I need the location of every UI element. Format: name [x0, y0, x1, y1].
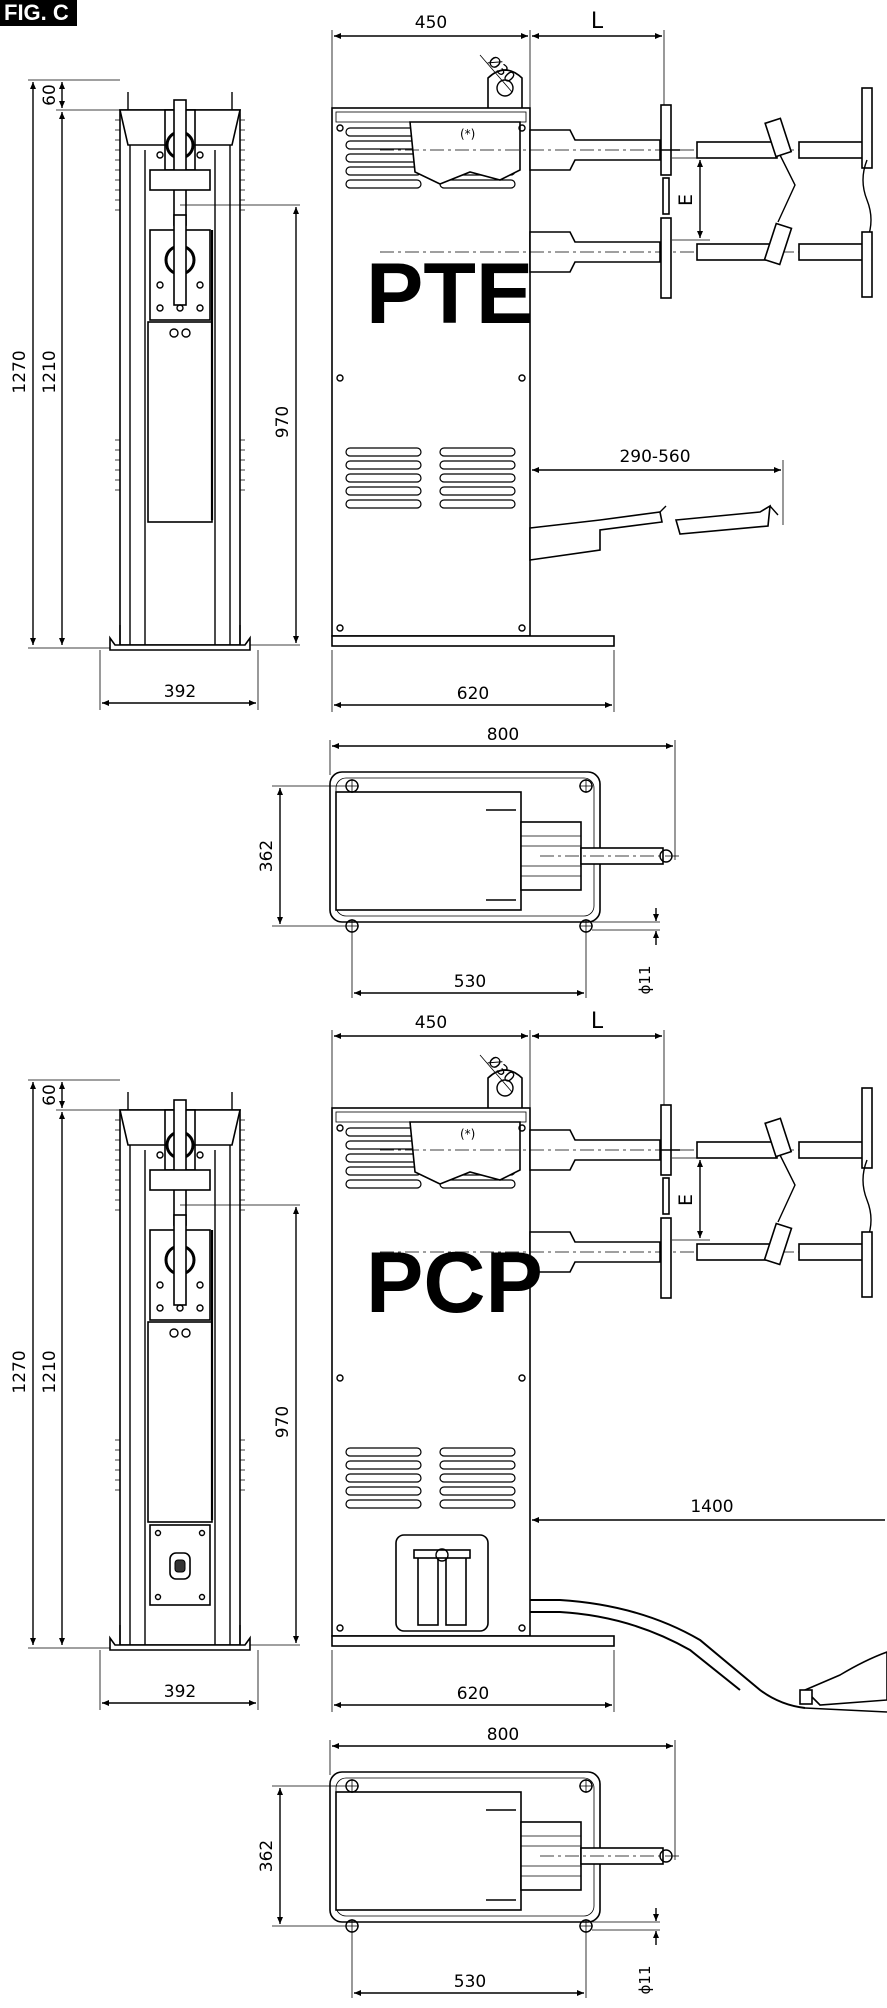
pte-dim-800: 800	[487, 725, 519, 745]
pte-dim-L: L	[591, 9, 604, 34]
pcp-plan-view	[329, 1771, 681, 1934]
top-group: PTE 1270 1210 60 970 392	[10, 9, 873, 998]
pte-foot-pedal	[529, 504, 779, 561]
bottom-group: PCP 1270 1210 60 970 392	[10, 1009, 887, 1998]
pcp-hose-and-pedal	[530, 1599, 887, 1713]
pte-dim-phi11: ϕ11	[636, 966, 654, 995]
pcp-dim-450: 450	[415, 1013, 447, 1033]
pte-dim-620: 620	[457, 684, 489, 704]
pcp-model-label: PCP	[366, 1235, 543, 1331]
pcp-dim-L: L	[591, 1009, 604, 1034]
pcp-dim-60: 60	[40, 1084, 60, 1106]
pcp-dim-392: 392	[164, 1682, 196, 1702]
pcp-front-dimensions: 1270 1210 60 970 392	[10, 1079, 300, 1710]
figure-label: FIG. C	[0, 0, 77, 26]
pte-dim-E: E	[675, 194, 697, 206]
pte-front-dimensions: 1270 1210 60 970 392	[10, 79, 300, 710]
pcp-dim-1270: 1270	[10, 1350, 30, 1393]
pte-plan-dimensions: 800 362 530 ϕ11	[257, 725, 676, 998]
pte-plan-view	[329, 771, 681, 934]
pcp-dim-1400: 1400	[690, 1497, 733, 1517]
pcp-dim-1210: 1210	[40, 1350, 60, 1393]
pte-dim-392: 392	[164, 682, 196, 702]
pte-front-view	[108, 90, 252, 652]
pcp-front-switch	[149, 1524, 211, 1606]
pcp-dim-362: 362	[257, 1840, 277, 1872]
pte-dim-530: 530	[454, 972, 486, 992]
pte-dim-970: 970	[273, 406, 293, 438]
pcp-dim-620: 620	[457, 1684, 489, 1704]
pcp-dim-phi11: ϕ11	[636, 1966, 654, 1995]
pcp-dim-E: E	[675, 1194, 697, 1206]
pte-dim-450: 450	[415, 13, 447, 33]
pte-dim-290-560: 290-560	[619, 447, 690, 467]
pte-dim-362: 362	[257, 840, 277, 872]
pcp-dim-970: 970	[273, 1406, 293, 1438]
pcp-dim-800: 800	[487, 1725, 519, 1745]
pcp-air-unit	[395, 1534, 489, 1632]
pte-model-label: PTE	[366, 246, 533, 342]
pte-dim-60: 60	[40, 84, 60, 106]
pcp-plan-dimensions: 800 362 530 ϕ11	[257, 1725, 676, 1998]
pte-side-view	[331, 69, 873, 647]
pcp-dim-530: 530	[454, 1972, 486, 1992]
pte-dim-1210: 1210	[40, 350, 60, 393]
pte-dim-1270: 1270	[10, 350, 30, 393]
pcp-note: (*)	[460, 1127, 475, 1141]
pte-note: (*)	[460, 127, 475, 141]
